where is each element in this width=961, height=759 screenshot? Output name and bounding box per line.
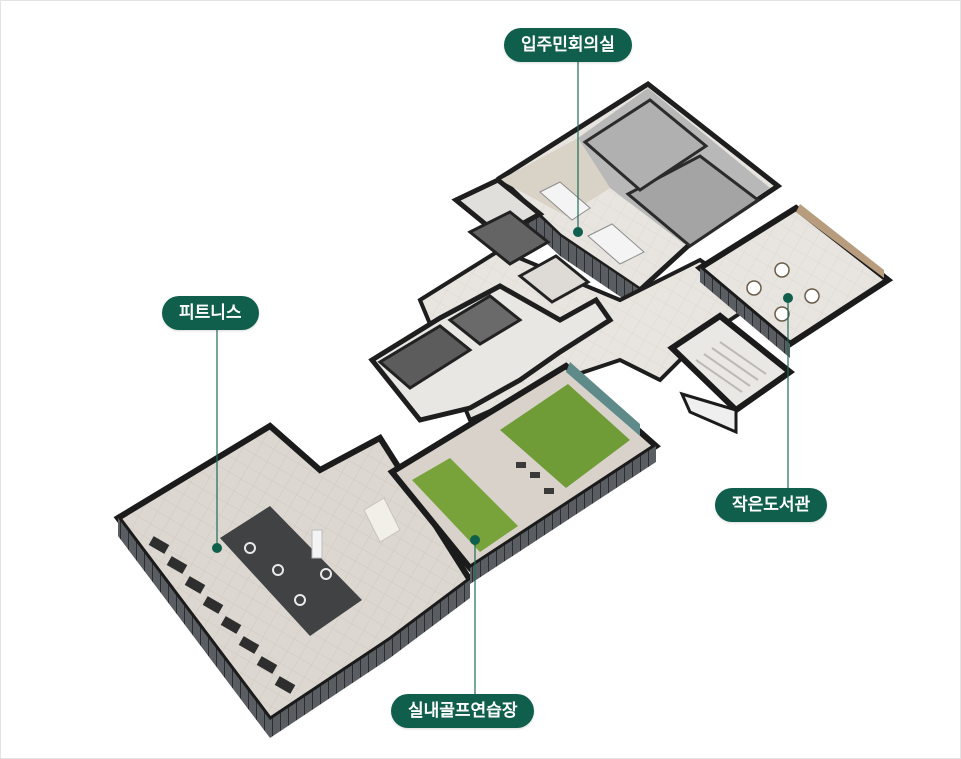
label-fitness: 피트니스 bbox=[162, 296, 259, 330]
indoor-golf-room bbox=[387, 362, 661, 584]
library-room bbox=[694, 204, 894, 358]
label-library: 작은도서관 bbox=[715, 488, 828, 522]
leader-lines bbox=[216, 60, 789, 696]
label-meeting-room: 입주민회의실 bbox=[504, 28, 632, 62]
leader-dot-icon bbox=[212, 543, 222, 553]
label-golf: 실내골프연습장 bbox=[391, 694, 535, 728]
leader-dot-icon bbox=[470, 535, 480, 545]
stair-well bbox=[667, 312, 795, 435]
restroom-block bbox=[368, 177, 614, 423]
leader-dot-icon bbox=[783, 293, 793, 303]
leader-dot-icon bbox=[573, 227, 583, 237]
